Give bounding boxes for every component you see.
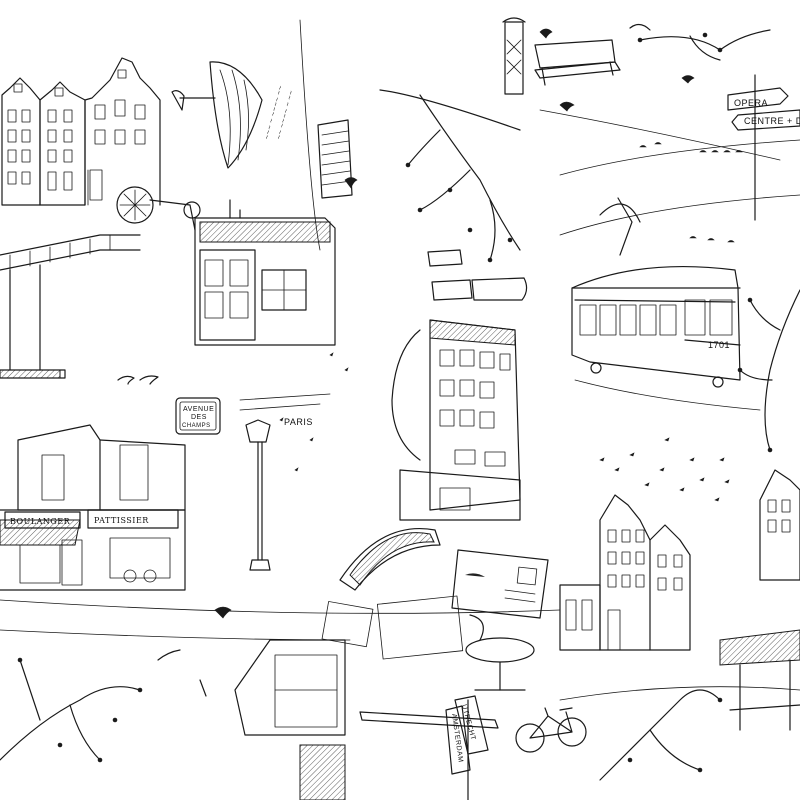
bench-icon <box>534 39 621 86</box>
paris-note: PARIS <box>284 417 313 427</box>
tram-icon: 1701 <box>571 197 741 388</box>
road-lines <box>0 19 800 701</box>
signpost-bottom: CENTRE + DAM <box>744 116 800 126</box>
central-building-icon <box>391 319 521 521</box>
tram-wires <box>539 109 800 243</box>
scribble-note <box>239 393 331 411</box>
gull-icon <box>117 375 207 697</box>
canal-house-icon <box>1 57 161 206</box>
tree-branch-icon <box>629 23 771 61</box>
street-sign-line3: CHAMPS <box>182 423 211 429</box>
kite-sail-icon <box>171 61 263 169</box>
cafe-table-icon <box>321 595 535 691</box>
street-sign-line2: DES <box>191 414 207 421</box>
kiosk-icon <box>194 199 336 346</box>
patissier-sign: PATTISSIER <box>94 516 149 525</box>
bridge-icon <box>0 234 141 379</box>
boulangerie-sign: BOULANGER <box>10 517 71 526</box>
bridge-icon <box>339 528 441 591</box>
scribble-note: ~~~ ~ ~~~~ ~~ ~~ ~~~~ ~ ~~ <box>263 85 295 141</box>
canal-house-icon <box>559 469 800 651</box>
market-stall-icon <box>719 629 800 731</box>
direction-sign-2: AMSTERDAM <box>450 713 464 763</box>
tree-branch-icon <box>599 689 723 781</box>
direction-sign-1: UTRECHT <box>460 704 476 742</box>
tree-branch-icon <box>379 89 521 263</box>
signpost-icon: UTRECHT AMSTERDAM <box>359 695 499 800</box>
tram-number: 1701 <box>708 340 730 350</box>
cart-icon <box>116 186 201 231</box>
signpost-icon: OPERA CENTRE + DAM <box>727 74 800 221</box>
postcard-icon <box>451 549 549 619</box>
tree-branch-icon <box>0 657 143 763</box>
street-lamp-icon <box>245 419 271 571</box>
boat-icon <box>427 249 528 301</box>
bakery-shop-icon: BOULANGER PATTISSIER <box>0 424 186 591</box>
bird-icon <box>214 28 695 619</box>
bollard-icon <box>502 17 526 95</box>
street-sign-icon: AVENUE DES CHAMPS <box>175 397 221 435</box>
bird-flock-icon <box>279 352 730 502</box>
bicycle-icon <box>515 707 587 753</box>
hut-icon <box>234 639 346 800</box>
tree-branch-icon <box>737 289 800 453</box>
signpost-top: OPERA <box>734 98 768 108</box>
street-sign-line1: AVENUE <box>183 406 214 413</box>
notebook-page-icon <box>317 119 353 199</box>
